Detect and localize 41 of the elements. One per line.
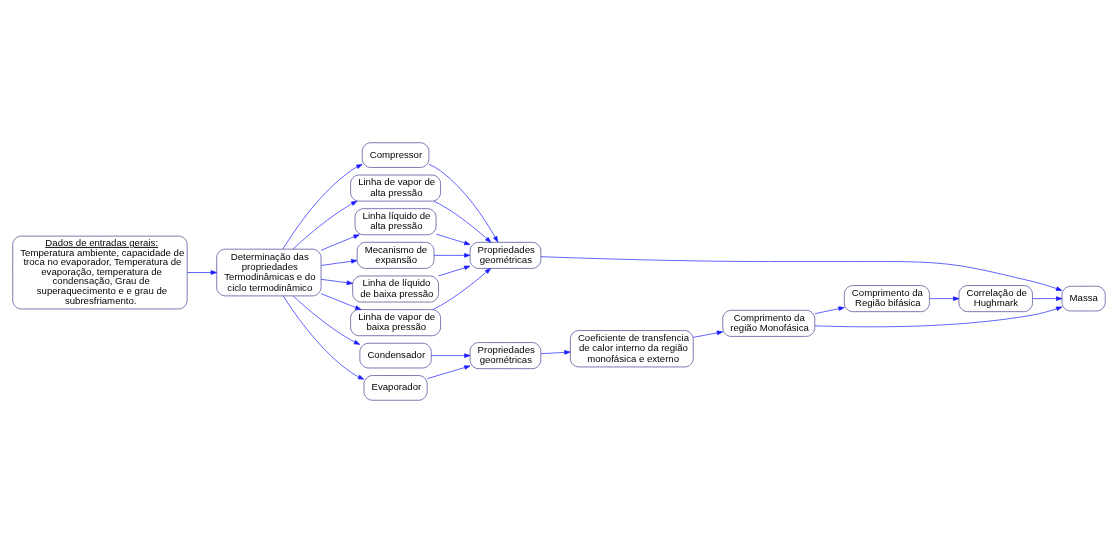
node-box: Comprimento da região Monofásica (722, 309, 816, 337)
arrow (320, 278, 353, 285)
node-box: Condensador (359, 342, 432, 369)
arrow (320, 259, 358, 266)
node-box: Evaporador (363, 375, 428, 401)
arrow (431, 353, 471, 358)
arrow (436, 233, 471, 246)
arrow (187, 270, 217, 275)
arrow (292, 295, 361, 345)
arrow (320, 293, 362, 310)
node-box: Determinação das propriedades Termodinâmicas e do ciclo termodinâmico (216, 248, 322, 297)
arrow (540, 256, 1063, 291)
arrow (428, 164, 499, 243)
node-box: Linha de vapor de alta pressão (350, 174, 441, 202)
arrow (282, 295, 365, 380)
arrow (433, 253, 471, 258)
node-box: Dados de entradas gerais: Temperatura ambiente, capacidade de troca no evaporador, Temperatura de evaporação, temperatura de condensação, Grau de superaquecimento e e grau de subresfriamento. (12, 235, 188, 310)
arrow (929, 296, 960, 301)
node-box: Linha de líquido de baixa pressão (352, 275, 439, 303)
node-box: Linha de vapor de baixa pressão (350, 309, 441, 337)
node-box: Comprimento da Região bifásica (843, 285, 930, 312)
node-box: Correlação de Hughmark (958, 285, 1033, 312)
arrow (282, 164, 363, 250)
node-box: Propriedades geométricas (469, 241, 542, 269)
arrow (427, 365, 471, 379)
arrow (432, 268, 491, 310)
arrow (433, 200, 492, 243)
node-box: Propriedades geométricas (469, 342, 542, 369)
node-box: Mecanismo de expansão (356, 241, 435, 269)
arrow (1032, 296, 1063, 301)
node-box: Massa (1061, 285, 1106, 312)
arrow (438, 265, 471, 277)
node-box: Coeficiente de transfencia de calor interno da região monofásica e externo (570, 330, 694, 368)
arrow (540, 350, 571, 355)
node-box: Linha líquido de alta pressão (354, 208, 437, 236)
node-box: Compressor (361, 142, 430, 168)
arrow (320, 234, 360, 251)
arrow (292, 200, 358, 250)
arrow (814, 306, 1063, 328)
arrow (693, 330, 723, 338)
arrow (814, 306, 845, 315)
